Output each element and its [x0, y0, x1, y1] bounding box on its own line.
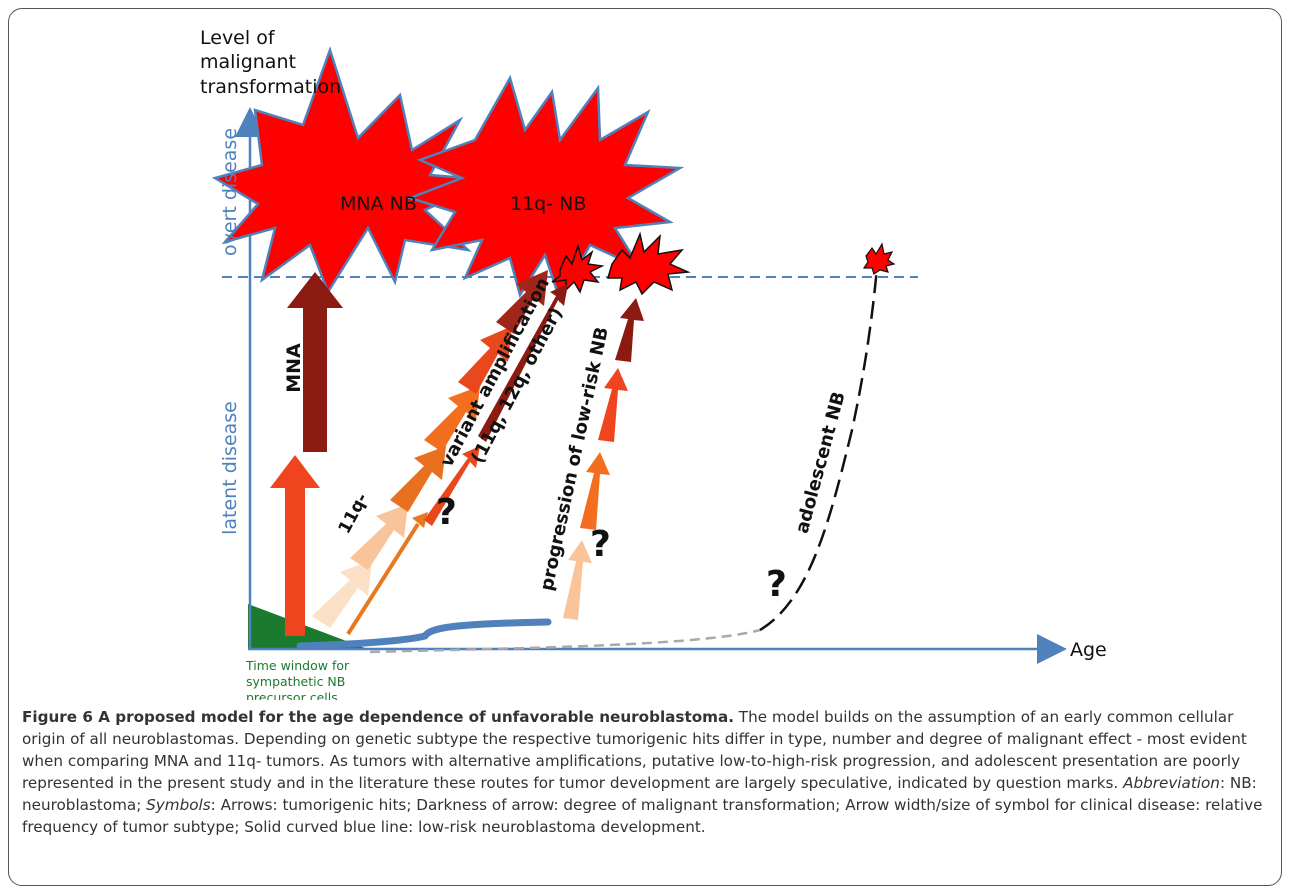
- 11q-arrow-4: [424, 386, 480, 452]
- 11q-nb-label: 11q- NB: [510, 193, 586, 215]
- mna-star: [211, 46, 495, 295]
- time-window-line-1: Time window for: [245, 658, 350, 673]
- y-axis-title-line-2: malignant: [200, 51, 296, 73]
- variant-question-mark: ?: [436, 492, 457, 533]
- progression-question-mark: ?: [590, 524, 611, 565]
- adolescent-star: [862, 242, 896, 275]
- mna-arrow-label: MNA: [283, 343, 305, 393]
- progression-arrow-4: [615, 298, 644, 362]
- 11q-arrow-5: [458, 326, 512, 394]
- y-axis-title-line-1: Level of: [200, 27, 276, 49]
- variant-arrow-upper: [478, 284, 568, 442]
- 11q-arrow-label: 11q-: [335, 490, 373, 537]
- x-axis-label: Age: [1070, 639, 1107, 661]
- adolescent-question-mark: ?: [766, 564, 787, 605]
- time-window-line-2: sympathetic NB: [246, 674, 345, 689]
- caption-symbols-text: : Arrows: tumorigenic hits; Darkness of …: [22, 796, 1263, 836]
- 11q-arrow-3: [390, 446, 446, 512]
- caption-body: The model builds on the assumption of an…: [22, 708, 1247, 792]
- 11q-arrow-1: [312, 560, 372, 628]
- progression-arrow-2: [580, 452, 610, 530]
- adolescent-baseline-dashed: [369, 628, 761, 654]
- overt-disease-label: overt disease: [219, 128, 241, 256]
- variant-thin-head: [412, 512, 428, 528]
- variant-arrow-mid: [424, 446, 480, 526]
- figure-frame: [8, 8, 1282, 886]
- y-axis-title-line-3: transformation: [200, 76, 341, 98]
- caption-abbrev-text: : NB: neuroblastoma;: [22, 774, 1257, 814]
- progression-star: [607, 231, 691, 296]
- 11q-arrow-2: [350, 504, 408, 570]
- mna-nb-label: MNA NB: [340, 193, 417, 215]
- 11q-arrow-6: [496, 270, 548, 334]
- latent-disease-label: latent disease: [219, 401, 241, 535]
- low-risk-development-line: [296, 618, 552, 650]
- adolescent-label: adolescent NB: [792, 389, 850, 535]
- caption-abbrev-label: Abbreviation: [1123, 774, 1220, 792]
- figure-caption: Figure 6 A proposed model for the age de…: [22, 706, 1277, 838]
- caption-title: Figure 6 A proposed model for the age de…: [22, 708, 734, 726]
- caption-symbols-label: Symbols: [146, 796, 211, 814]
- progression-arrow-3: [598, 368, 628, 442]
- time-window-line-3: precursor cells: [246, 690, 338, 700]
- variant-star: [551, 243, 605, 294]
- time-window-triangle: [248, 604, 365, 648]
- figure-diagram: Level of malignant transformation overt …: [200, 27, 1107, 700]
- adolescent-curve: [759, 267, 879, 632]
- mna-arrow-2: [287, 272, 343, 452]
- variant-thin-line: [346, 522, 420, 636]
- mna-arrow-1: [270, 455, 320, 636]
- progression-arrow-1: [563, 540, 592, 620]
